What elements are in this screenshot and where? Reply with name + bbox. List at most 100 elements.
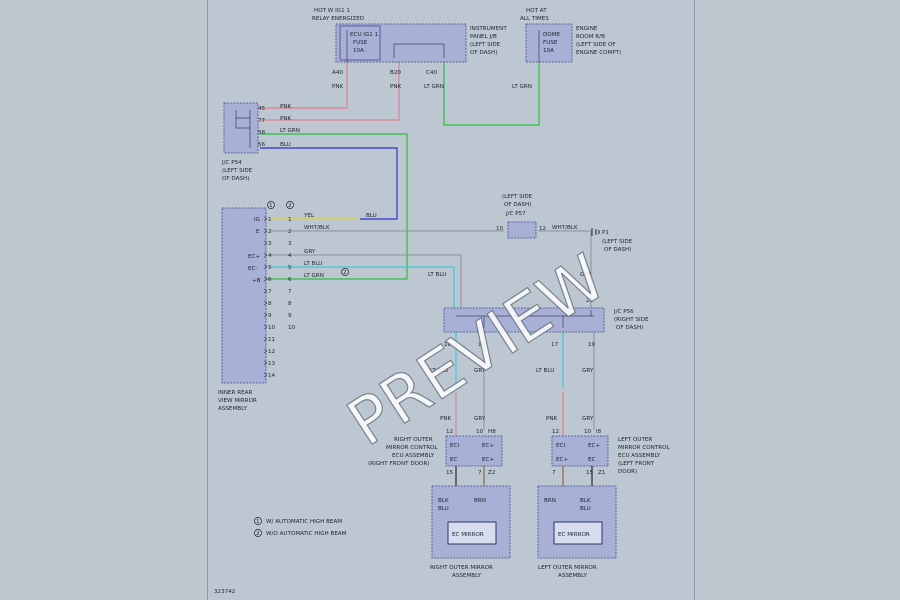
mirror-pin-10: 10: [268, 325, 276, 331]
wire-label-gry-4: GRY: [304, 249, 316, 255]
p57-pin-10: 10: [496, 226, 504, 232]
lecu-eci: ECI: [556, 443, 565, 449]
jc-p54-bus: [235, 110, 251, 148]
mirror-col-circle-2: [286, 201, 294, 209]
wire-label-blu-r: BLU: [438, 506, 449, 512]
label-engrb-1: ENGINE: [576, 26, 598, 32]
mirror-pin-tick: [263, 372, 268, 378]
label-relay-energized: RELAY ENERGIZED: [312, 16, 364, 22]
label-fuse-ecu2: FUSE: [353, 40, 368, 46]
lecu-pin-15: 15: [586, 470, 594, 476]
jc-p56-bus: [456, 310, 594, 328]
wire-label-brn-r: BRN: [474, 498, 486, 504]
left-ec-mirror-label: EC MIRROR: [558, 532, 590, 538]
mirror-col-circle-1: [267, 201, 275, 209]
circle-label-1: 1: [269, 203, 273, 209]
wire-pnk-b20: [260, 62, 400, 121]
label-hot-all-1: HOT AT: [526, 8, 547, 14]
wire-label-ltgrn-6: LT GRN: [304, 273, 324, 279]
mirror-col2-pin-9: 9: [288, 313, 292, 319]
wire-ltgrn-c40: [443, 62, 540, 126]
lecu-pin-10: 10: [584, 429, 592, 435]
label-fuse-dome-2: FUSE: [543, 40, 558, 46]
label-ipjb-2: PANEL J/B: [470, 34, 497, 40]
label-engrb-3: (LEFT SIDE OF: [576, 42, 616, 48]
wire-label-pnk-l: PNK: [546, 416, 558, 422]
mirror-pin-tick: [263, 360, 268, 366]
mirror-pin-tick: [263, 312, 268, 318]
wire-label-pnk-1: PNK: [280, 104, 292, 110]
mirror-pin-5: 5: [268, 265, 272, 271]
recu-ec: EC: [450, 457, 458, 463]
wire-label-blk-l: BLK: [580, 498, 591, 504]
wire-label-blu-2: BLU: [366, 213, 377, 219]
wire-label-ltblu-r: LT BLU: [430, 368, 448, 374]
p56-pin-19: 19: [588, 342, 596, 348]
pin-a40: A40: [332, 70, 343, 76]
recu-pin-15: 15: [446, 470, 454, 476]
p56-pin-28: 28: [586, 298, 594, 304]
recu-conn-bot: Z2: [488, 470, 495, 476]
label-ipjb-4: OF DASH): [470, 50, 497, 56]
p56-pin-18: 18: [478, 342, 486, 348]
mirror-pin-tick: [263, 324, 268, 330]
legend-circle-1: [254, 517, 262, 525]
jcp56-label-1: J/C P56: [613, 309, 634, 315]
recu-pin-10: 10: [476, 429, 484, 435]
right-mirror-ecu: [445, 435, 503, 467]
p54-pin-77: 77: [258, 118, 266, 124]
jcp57-label-1: (LEFT SIDE: [502, 194, 533, 200]
legend-text-1: W/ AUTOMATIC HIGH BEAM: [266, 519, 342, 525]
mirror-pin-tick: [263, 336, 268, 342]
right-ec-mirror-label: EC MIRROR: [452, 532, 484, 538]
mirror-pin-6: 6: [268, 277, 272, 283]
recu-ecp: EC+: [482, 443, 494, 449]
wire-label-gry-r2: GRY: [474, 416, 486, 422]
mirror-col2-pin-10: 10: [288, 325, 296, 331]
mirror-pin-tick: [263, 348, 268, 354]
mirror-pin-1: 1: [268, 217, 272, 223]
wire-label-whtblk: WHT/BLK: [304, 225, 330, 231]
mirror-pin-ec: EC-: [248, 266, 257, 272]
mirror-col2-pin-6: 6: [288, 277, 292, 283]
rmir-label-1: RIGHT OUTER MIRROR: [430, 565, 493, 571]
rmir-label-2: ASSEMBLY: [452, 573, 481, 579]
label-fuse-ecu3: 10A: [353, 48, 364, 54]
jcp54-label-3: OF DASH): [222, 176, 249, 182]
wire-label-gry-l: GRY: [582, 368, 594, 374]
mirror-pin-7: 7: [268, 289, 272, 295]
wire-label-whtblk-2: WHT/BLK: [552, 225, 578, 231]
mirror-pin-e: E: [256, 229, 260, 235]
wire-gry-4: [270, 254, 462, 308]
lmir-label-2: ASSEMBLY: [558, 573, 587, 579]
wire-label-blu-l: BLU: [580, 506, 591, 512]
wire-blu-56: [260, 147, 398, 220]
label-ipjb-3: (LEFT SIDE: [470, 42, 501, 48]
lecu-conn-bot: Z1: [598, 470, 606, 476]
inner-rear-view-mirror: [221, 207, 267, 384]
jcp57-label-3: J/C P57: [505, 211, 526, 217]
mirror-pin-11: 11: [268, 337, 276, 343]
mirror-col2-pin-5: 5: [288, 265, 292, 271]
lecu-ec: EC+: [556, 457, 568, 463]
p57-pin-12: 12: [539, 226, 546, 232]
p56-pin-16: 16: [444, 342, 452, 348]
right-ec-mirror: [447, 521, 497, 545]
mirror-pin-ig: IG: [254, 217, 260, 223]
lecu-label-2: MIRROR CONTROL: [618, 445, 671, 451]
p56-pin-17: 17: [551, 342, 559, 348]
recu-conn-top: H8: [488, 429, 496, 435]
mirror-pin-tick: [263, 300, 268, 306]
lecu-ecp: EC+: [588, 443, 600, 449]
label-engrb-4: ENGINE COMPT): [576, 50, 621, 56]
mirror-col2-pin-8: 8: [288, 301, 292, 307]
recu-pin-7: 7: [478, 470, 482, 476]
label-hot-all-2: ALL TIMES: [520, 16, 549, 22]
lecu-label-5: DOOR): [618, 469, 637, 475]
mirror-label-1: INNER REAR: [218, 390, 252, 396]
mirror-col2-pin-7: 7: [288, 289, 292, 295]
jc-p56: [443, 307, 605, 333]
